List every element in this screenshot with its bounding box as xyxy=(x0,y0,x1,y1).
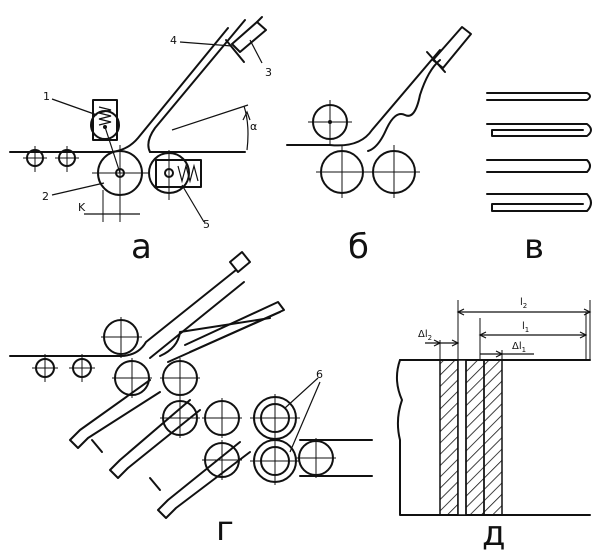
diag-strip-g1 xyxy=(119,269,237,357)
roller-6-lower xyxy=(250,437,300,485)
diag-strip-g3 xyxy=(69,379,161,449)
label-dl1: Δl1 xyxy=(512,341,526,354)
output-roller-g xyxy=(296,438,336,478)
panel-v: в xyxy=(486,92,592,267)
diag-strip-g2 xyxy=(184,301,285,353)
leader-3 xyxy=(249,39,263,64)
roller-g-r2a xyxy=(160,398,200,438)
guide-roller-g2 xyxy=(69,354,95,382)
roller-g-r2b xyxy=(202,398,242,438)
panel-label-a: а xyxy=(131,227,152,267)
leader-5 xyxy=(181,184,205,223)
fold-3 xyxy=(486,159,591,173)
bent-strip-b xyxy=(329,49,441,147)
layer-outer-right xyxy=(483,359,503,516)
label-dl2: Δl2 xyxy=(418,329,432,342)
label-l1: l1 xyxy=(522,321,529,334)
bent-strip-a xyxy=(111,27,229,153)
layer-inner xyxy=(465,359,485,516)
leader-1 xyxy=(51,98,98,116)
layer-outer-left xyxy=(439,359,459,516)
fold-1 xyxy=(486,92,591,101)
guide-3 xyxy=(231,21,267,53)
leader-2 xyxy=(51,182,105,196)
panel-b: б xyxy=(286,26,472,267)
lower-roller-b1 xyxy=(316,145,368,198)
panel-label-g: г xyxy=(216,509,234,549)
lower-roller-b2 xyxy=(368,145,420,198)
label-2: 2 xyxy=(42,190,49,203)
panel-label-b: б xyxy=(348,227,369,267)
guide-roller-g1 xyxy=(32,354,58,382)
label-1: 1 xyxy=(43,90,50,103)
label-5: 5 xyxy=(203,218,210,231)
roller-5 xyxy=(148,150,202,200)
label-6: 6 xyxy=(316,368,323,381)
panel-g: 6 г xyxy=(9,251,373,549)
label-alpha: α xyxy=(250,120,257,133)
guide-roller-a2 xyxy=(55,146,79,172)
leader-6b xyxy=(289,381,321,453)
upper-roller-1 xyxy=(90,99,120,141)
label-4: 4 xyxy=(170,34,177,47)
panel-a: 1 2 3 4 5 K α а xyxy=(9,16,272,267)
roller-g-r1a xyxy=(112,358,152,398)
fold-4 xyxy=(486,193,592,212)
upper-roller-b xyxy=(308,100,352,144)
guide-roller-a1 xyxy=(23,146,47,172)
wavy-strip-b xyxy=(367,59,441,152)
fold-2 xyxy=(486,123,592,137)
label-k: K xyxy=(78,201,86,214)
leader-4 xyxy=(179,41,233,47)
roller-g-top xyxy=(101,317,142,358)
panel-label-v: в xyxy=(524,227,544,267)
leader-6a xyxy=(284,377,319,409)
label-l2: l2 xyxy=(520,297,527,310)
roller-g-r1b xyxy=(160,358,200,398)
panel-label-d: д xyxy=(482,514,506,550)
panel-d: l2 l1 Δl2 Δl1 д xyxy=(396,297,592,550)
label-3: 3 xyxy=(265,66,272,79)
